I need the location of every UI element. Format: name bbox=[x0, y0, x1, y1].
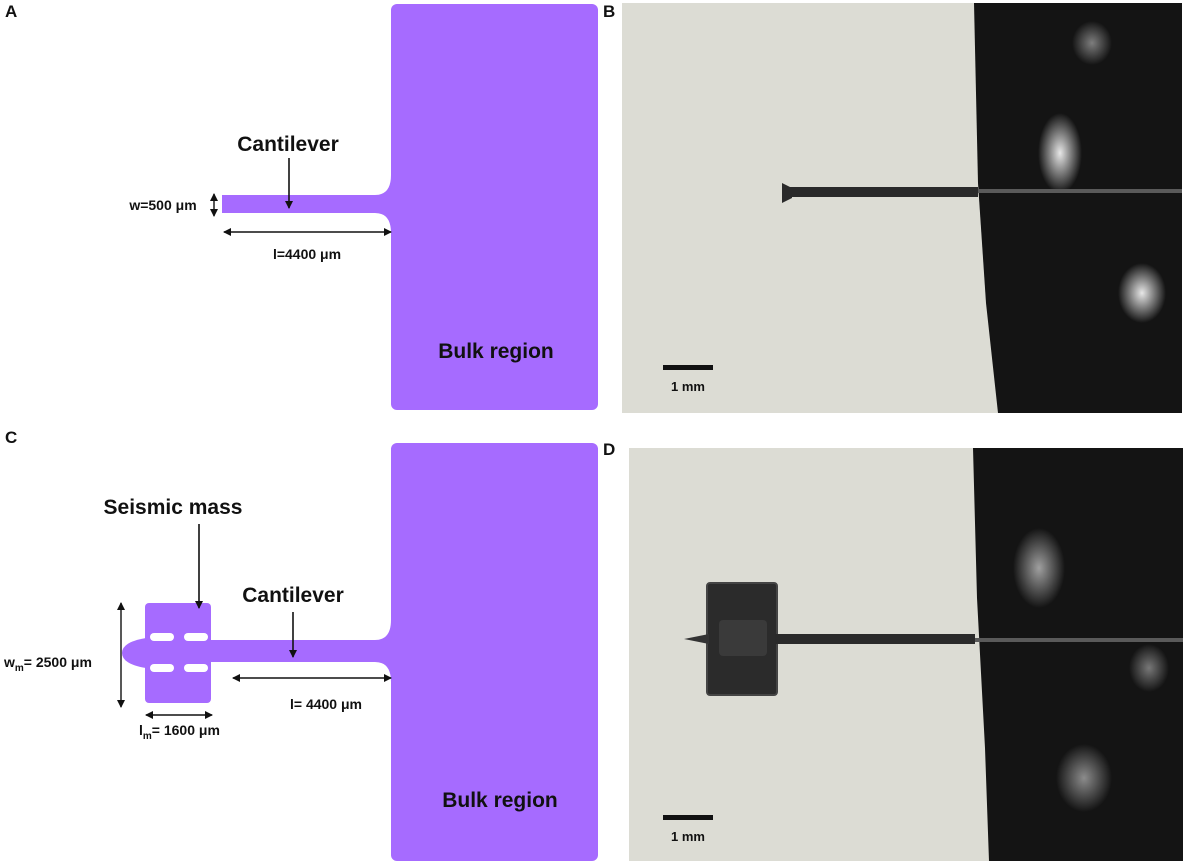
length-label-c: l= 4400 μm bbox=[290, 696, 362, 712]
panel-letter-a: A bbox=[5, 2, 18, 21]
panel-a-schematic: Cantilever w=500 μm l=4400 μm Bulk regio… bbox=[128, 4, 598, 410]
scale-bar-d bbox=[663, 815, 713, 820]
bulk-region-label: Bulk region bbox=[438, 340, 554, 363]
scale-bar-label-d: 1 mm bbox=[671, 829, 705, 844]
device-shape-a bbox=[222, 4, 598, 410]
mass-width-label: wm= 2500 μm bbox=[3, 654, 92, 674]
dark-bulk-material-b bbox=[974, 3, 1182, 413]
scale-bar-b bbox=[663, 365, 713, 370]
panel-d-photo: 1 mm bbox=[629, 448, 1183, 861]
photo-cantilever-b bbox=[790, 187, 978, 197]
cantilever-label: Cantilever bbox=[237, 133, 339, 156]
panel-letter-d: D bbox=[603, 440, 616, 459]
device-shape-c bbox=[122, 443, 598, 861]
panel-letter-c: C bbox=[5, 428, 18, 447]
bulk-region-label-c: Bulk region bbox=[442, 789, 558, 812]
panel-b-photo: 1 mm bbox=[622, 3, 1182, 413]
cantilever-label-c: Cantilever bbox=[242, 584, 344, 607]
width-label: w=500 μm bbox=[128, 197, 196, 213]
mass-length-label: lm= 1600 μm bbox=[139, 722, 220, 742]
length-label: l=4400 μm bbox=[273, 246, 341, 262]
scale-bar-label-b: 1 mm bbox=[671, 379, 705, 394]
panel-letter-b: B bbox=[603, 2, 616, 21]
photo-cantilever-d bbox=[775, 634, 975, 644]
seismic-mass-label: Seismic mass bbox=[104, 496, 243, 519]
mass-slots bbox=[150, 633, 208, 672]
panel-c-schematic: Seismic mass Cantilever wm= 2500 μm lm= … bbox=[3, 443, 598, 861]
